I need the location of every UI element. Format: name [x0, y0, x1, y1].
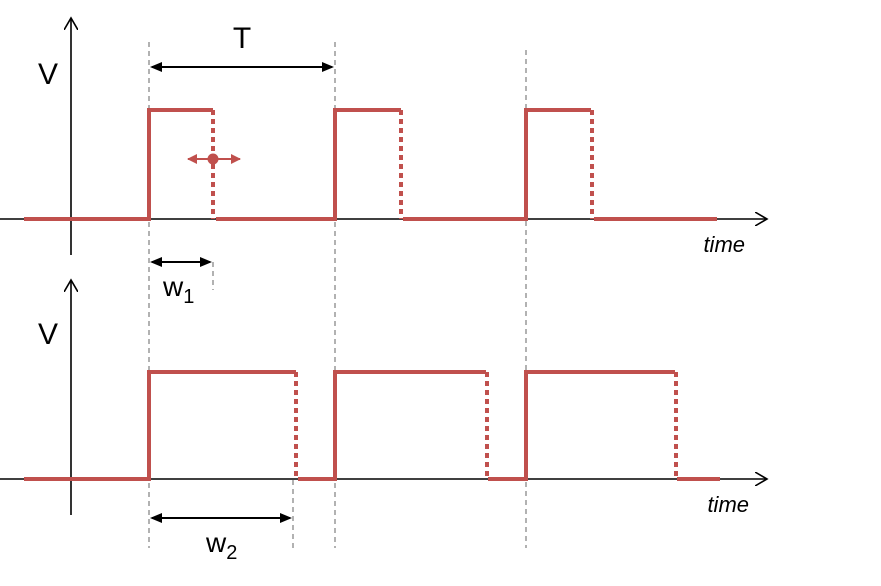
top-signal-variable-edges	[211, 110, 594, 219]
top-signal	[24, 108, 717, 221]
w1-label: w1	[162, 271, 194, 308]
w2-subscript: 2	[226, 542, 237, 564]
w2-label: w2	[205, 527, 237, 564]
bottom-signal	[24, 370, 720, 481]
top-x-axis-label: time	[703, 232, 745, 257]
top-y-axis-label: V	[38, 58, 58, 91]
bottom-y-axis-label: V	[38, 318, 58, 351]
adjustable-width-arrow-icon	[187, 153, 241, 165]
top-plot: T w1 V time	[0, 18, 767, 308]
w1-subscript: 1	[183, 286, 194, 308]
guide-lines	[148, 42, 527, 548]
bottom-plot: w2 V time	[0, 280, 767, 564]
period-label: T	[233, 22, 251, 55]
bottom-signal-variable-edges	[294, 372, 678, 479]
bottom-x-axis-label: time	[707, 492, 749, 517]
